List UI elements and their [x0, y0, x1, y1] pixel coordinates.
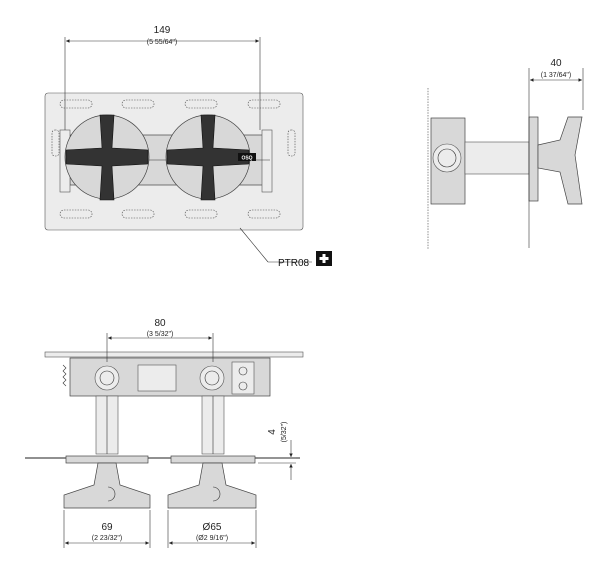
side-rosette — [528, 116, 539, 202]
right-handle: OSQ — [165, 114, 256, 201]
top-plate — [44, 351, 304, 358]
side-view: 40 (1 37/64") — [427, 58, 584, 250]
dim-69-imperial: (2 23/32") — [92, 535, 123, 542]
dim-65-imperial: (Ø2 9/16") — [196, 535, 228, 542]
plus-icon — [316, 251, 332, 266]
valve-mark: OSQ — [241, 156, 252, 162]
side-stem — [464, 141, 530, 175]
dim-4-value: 4 — [267, 429, 278, 435]
front-view: OSQ 149 (5 55/64") PTR08 — [44, 25, 332, 269]
top-view: 80 (3 5/32") 4 (5/32") 69 (2 23/32") Ø65… — [25, 318, 304, 548]
dim-69-value: 69 — [101, 522, 113, 533]
dim-4-imperial: (5/32") — [281, 422, 288, 443]
dim-80-value: 80 — [154, 318, 166, 329]
dim-149-value: 149 — [154, 25, 171, 36]
callout-leader — [239, 227, 269, 263]
plate-slots — [51, 99, 296, 219]
left-handle — [64, 114, 150, 201]
dim-65-value: Ø65 — [203, 522, 222, 533]
left-handle-top — [63, 462, 151, 509]
dim-149-imperial: (5 55/64") — [147, 39, 178, 46]
left-rosette — [65, 455, 149, 464]
dim-40-imperial: (1 37/64") — [541, 72, 572, 79]
right-rosette — [170, 455, 256, 464]
right-handle-top — [167, 462, 257, 509]
dim-80-imperial: (3 5/32") — [147, 331, 174, 338]
side-handle — [537, 116, 583, 205]
callout-label: PTR08 — [278, 258, 310, 269]
dim-40-value: 40 — [550, 58, 562, 69]
